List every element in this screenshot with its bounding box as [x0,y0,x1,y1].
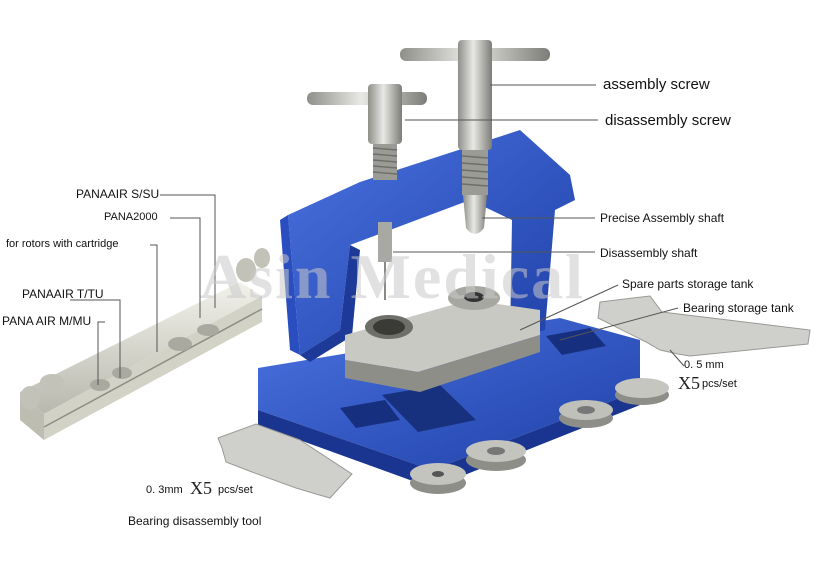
watermark: Asin Medical [200,241,585,312]
disassembly-screw [307,84,427,300]
thin-plate-left [217,423,353,499]
leader-lines [70,84,685,385]
plate-left-quantity: X5 [190,478,212,498]
rotor-holder [20,248,270,440]
precise-assembly-shaft-label: Precise Assembly shaft [600,211,725,225]
blue-frame [280,130,575,362]
holding-block [345,286,540,392]
disassembly-screw-label: disassembly screw [605,112,731,129]
assembly-screw-label: assembly screw [603,76,710,93]
wing-nut-right [236,248,270,282]
spare-parts-tank-label: Spare parts storage tank [622,277,754,291]
bearing-storage-tank [546,328,606,355]
bearing-tank-label: Bearing storage tank [683,301,794,315]
bearing-discs [410,378,669,494]
panaair-s-label: PANAAIR S/SU [76,187,160,201]
assembly-screw [400,40,550,234]
pana-air-m-label: PANA AIR M/MU [2,314,92,328]
plate-right-thickness: 0. 5 mm [684,359,724,371]
rotors-cartridge-label: for rotors with cartridge [6,238,119,250]
plate-left-pcs: pcs/set [218,484,253,496]
plate-right-quantity: X5 [678,373,700,393]
thin-plate-right [597,295,811,357]
plate-left-thickness: 0. 3mm [146,484,183,496]
disassembly-shaft-label: Disassembly shaft [600,246,698,260]
pana2000-label: PANA2000 [104,211,158,223]
bearing-disassembly-tool-label: Bearing disassembly tool [128,514,262,528]
panaair-t-label: PANAAIR T/TU [22,287,104,301]
plate-right-pcs: pcs/set [702,378,737,390]
wing-nut-left [20,374,64,410]
spare-parts-storage-tank [382,385,476,432]
